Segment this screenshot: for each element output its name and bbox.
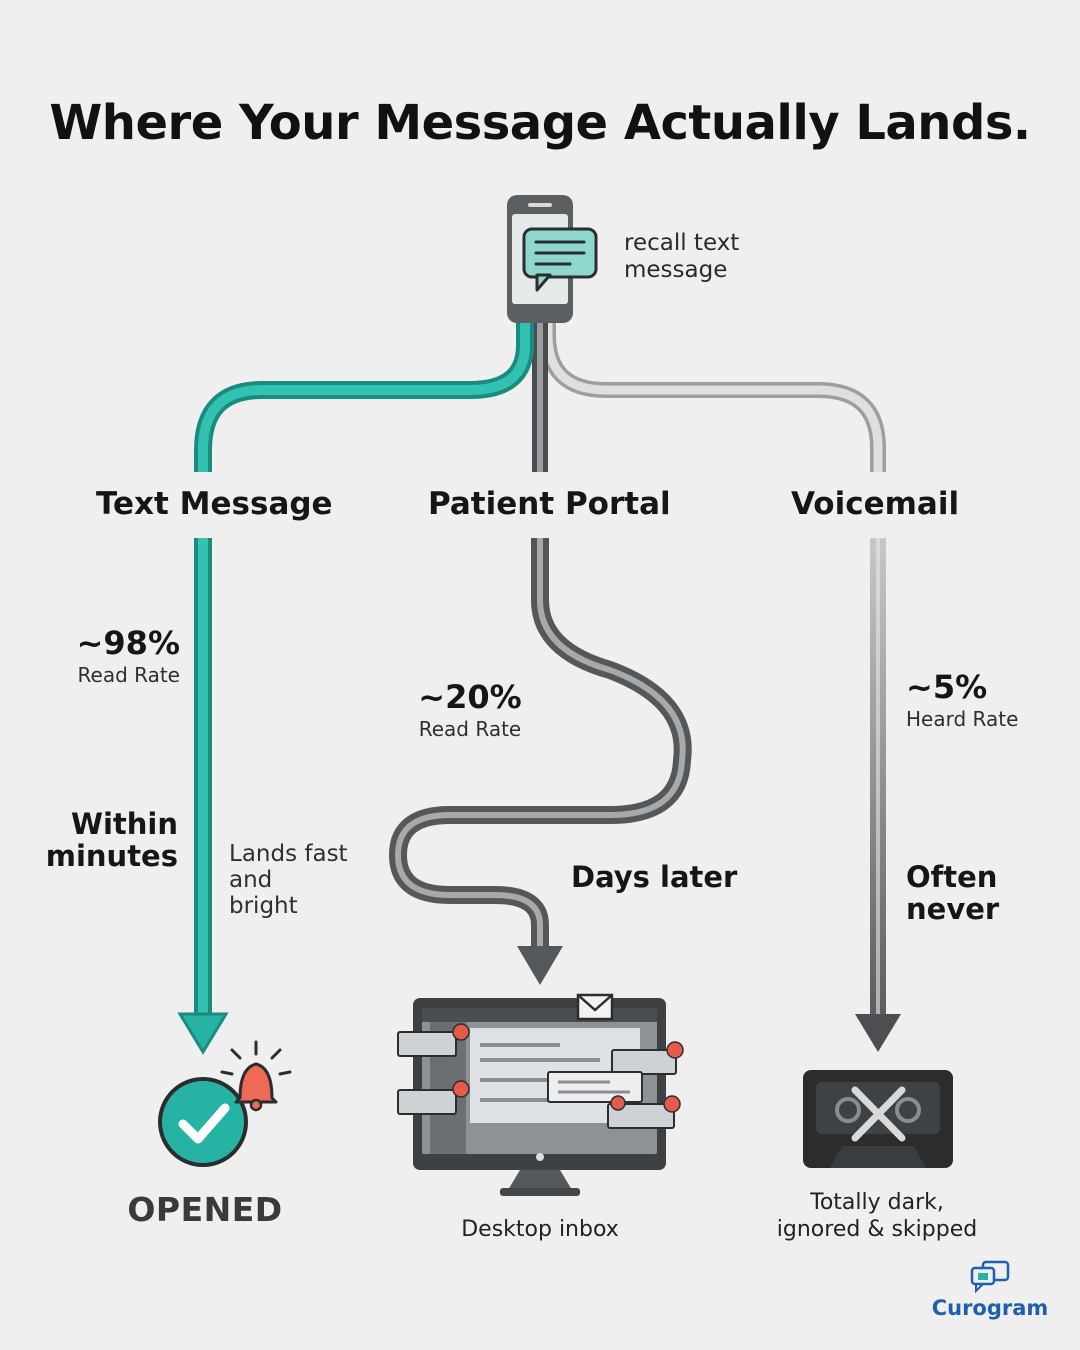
voicemail-stat: ~5% Heard Rate: [906, 668, 1036, 731]
patient-portal-title: Patient Portal: [428, 486, 671, 522]
text-message-stat-label: Read Rate: [77, 663, 180, 687]
voicemail-timing: Often never: [906, 860, 1000, 926]
connector-voicemail: [540, 318, 886, 472]
text-message-stat-value: ~98%: [76, 624, 180, 662]
voicemail-title: Voicemail: [791, 486, 960, 522]
patient-portal-stat-value: ~20%: [418, 678, 522, 716]
voicemail-outcome-label: Totally dark, ignored & skipped: [776, 1190, 978, 1242]
patient-portal-stat: ~20% Read Rate: [410, 678, 530, 741]
brand-name: Curogram: [931, 1296, 1049, 1320]
voicemail-arrow: [855, 538, 901, 1052]
text-message-timing: Within minutes: [45, 807, 178, 873]
patient-portal-timing: Days later: [571, 860, 738, 894]
voicemail-stat-value: ~5%: [906, 668, 988, 706]
source-caption: recall text message: [624, 230, 774, 284]
desktop-inbox-icon: [397, 993, 684, 1196]
text-message-arrow: [177, 538, 229, 1055]
smartphone-chat-icon: [507, 195, 598, 323]
check-circle-icon: [158, 1077, 248, 1167]
text-message-stat: ~98% Read Rate: [60, 624, 180, 687]
text-message-title: Text Message: [96, 486, 333, 522]
text-message-note: Lands fast and bright: [229, 841, 348, 919]
voicemail-stat-label: Heard Rate: [906, 707, 1019, 731]
crossed-cassette-icon: [803, 1070, 953, 1168]
bell-alert-icon: [220, 1040, 292, 1112]
source-caption-text: recall text message: [624, 230, 740, 283]
page-title: Where Your Message Actually Lands.: [49, 95, 1031, 151]
opened-label: OPENED: [127, 1190, 283, 1229]
desktop-inbox-label: Desktop inbox: [461, 1217, 619, 1242]
patient-portal-arrow: [389, 538, 692, 985]
patient-portal-stat-label: Read Rate: [418, 717, 522, 741]
connector-text: [194, 318, 534, 472]
chat-bubbles-logo-icon: [970, 1260, 1010, 1294]
